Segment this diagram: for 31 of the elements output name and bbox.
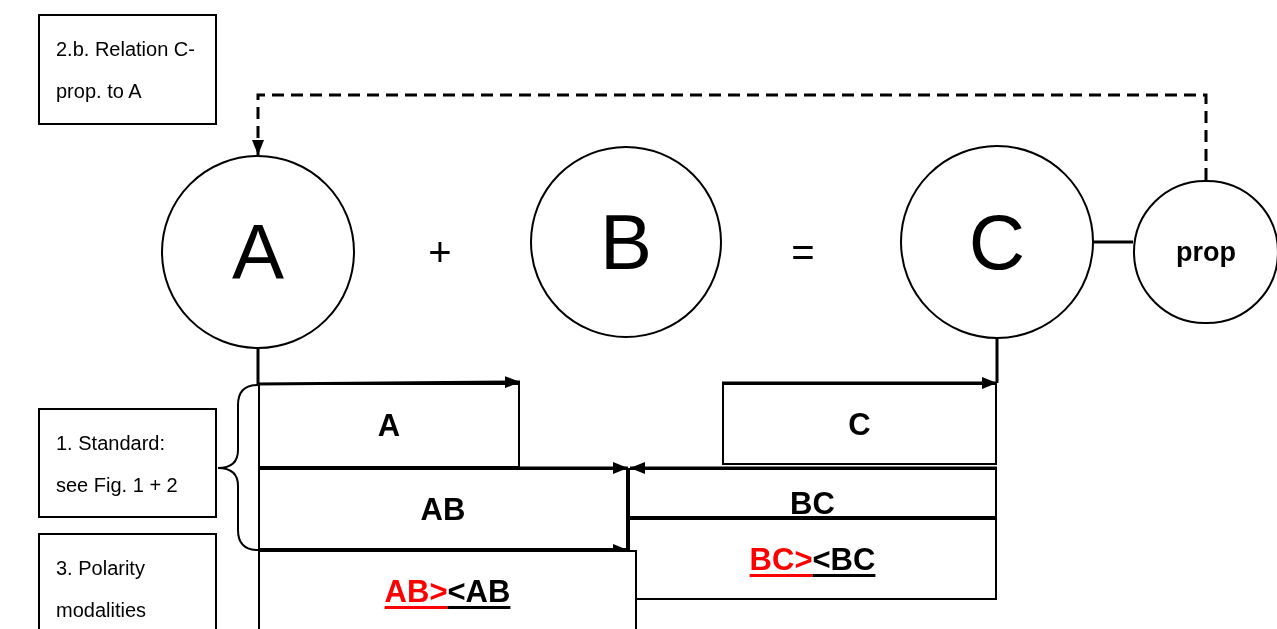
arrow [252,93,1208,180]
note-box [38,14,217,125]
arrow [630,462,997,474]
polarity-label: <BC [812,543,876,575]
polarity-label: <AB [447,576,511,607]
polarity-label: AB> [384,576,448,607]
segment-box [258,550,637,629]
arrow [256,349,520,389]
segment-box [628,518,997,600]
segment-box [628,468,997,518]
segment-label: AB [420,493,466,525]
connector-line [1094,240,1133,244]
polarity-label: BC> [749,543,813,575]
operator-sign: = [791,232,815,272]
note-box [38,533,217,629]
circle-label: B [600,203,652,281]
segment-label: C [848,408,871,440]
note-text: 2.b. Relation C-prop. to A [56,37,196,104]
segment-label: A [377,410,401,441]
circle-label: prop [1176,238,1236,266]
note-text: 3. Polarity modalities [56,556,148,623]
segment-label: BC [790,488,835,519]
segment-box [722,383,997,465]
segment-box [258,383,520,468]
operator-sign: + [428,232,452,272]
circle-label: A [232,213,284,291]
segment-box [258,468,628,550]
arrow [720,337,999,389]
circle-label: C [968,203,1026,281]
note-box [38,408,217,518]
note-text: 1. Standard: see Fig. 1 + 2 [56,431,179,498]
